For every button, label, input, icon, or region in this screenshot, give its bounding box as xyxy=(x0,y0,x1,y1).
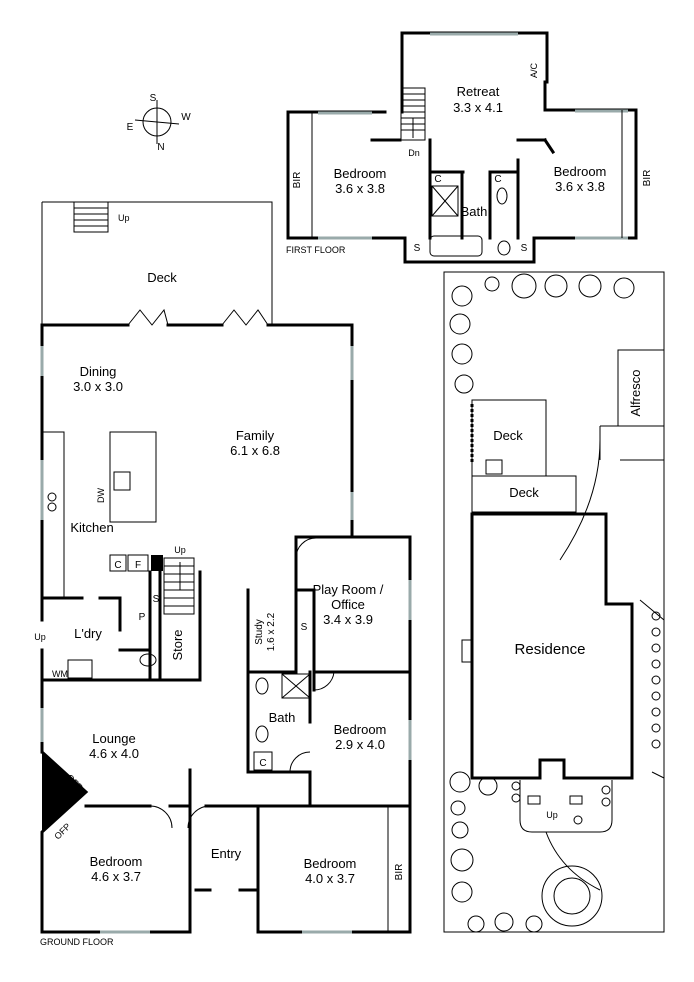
first-floor-plan: Retreat 3.3 x 4.1 Bedroom 3.6 x 3.8 Bedr… xyxy=(286,31,653,264)
ground-floor-plan: Deck Up Dining 3.0 x 3.0 Family 6.1 x 6.… xyxy=(34,201,412,947)
bedroom-front-right-size: 4.0 x 3.7 xyxy=(305,871,355,886)
first-floor-label: FIRST FLOOR xyxy=(286,245,346,255)
bedroom-mid-size: 2.9 x 4.0 xyxy=(335,737,385,752)
entry-label: Entry xyxy=(211,846,242,861)
gf-bath: Bath xyxy=(269,710,296,725)
store-label: Store xyxy=(170,629,185,660)
gf-s-kitchen: S xyxy=(153,594,160,605)
residence-label: Residence xyxy=(515,641,586,658)
pantry-label: P xyxy=(139,612,146,623)
ground-floor-label: GROUND FLOOR xyxy=(40,937,114,947)
ofp-lower: OFP xyxy=(52,821,72,841)
laundry-label: L'dry xyxy=(74,626,102,641)
ff-s-left: S xyxy=(414,243,421,254)
study-name: Study xyxy=(254,619,265,645)
ff-bedroom-right-size: 3.6 x 3.8 xyxy=(555,179,605,194)
compass-s: S xyxy=(150,93,157,104)
family-name: Family xyxy=(236,428,275,443)
washing-machine-label: WM xyxy=(52,669,68,679)
bedroom-front-right-name: Bedroom xyxy=(304,856,357,871)
fireplace-icon xyxy=(42,752,86,832)
retreat-name: Retreat xyxy=(457,84,500,99)
compass-n: N xyxy=(157,142,164,153)
compass-e: E xyxy=(127,122,134,133)
ff-cupboard-right: C xyxy=(494,174,501,185)
ff-bir-right: BIR xyxy=(642,170,653,187)
family-size: 6.1 x 6.8 xyxy=(230,443,280,458)
dining-size: 3.0 x 3.0 xyxy=(73,379,123,394)
site-deck-lower: Deck xyxy=(509,485,539,500)
study-size: 1.6 x 2.2 xyxy=(266,612,277,651)
compass-icon: S W E N xyxy=(127,93,192,153)
site-up: Up xyxy=(546,810,558,820)
lounge-name: Lounge xyxy=(92,731,135,746)
lounge-size: 4.6 x 4.0 xyxy=(89,746,139,761)
bedroom-front-left-size: 4.6 x 3.7 xyxy=(91,869,141,884)
play-room-size: 3.4 x 3.9 xyxy=(323,612,373,627)
dining-name: Dining xyxy=(80,364,117,379)
tree-icons xyxy=(449,273,661,933)
play-room-name-1: Play Room / xyxy=(313,582,384,597)
dishwasher-label: DW xyxy=(96,488,106,503)
deck-stairs-up: Up xyxy=(118,213,130,223)
laundry-up: Up xyxy=(34,632,46,642)
deck-label: Deck xyxy=(147,270,177,285)
ff-bath: Bath xyxy=(461,204,488,219)
gf-cupboard: C xyxy=(114,560,121,571)
stairs-down: Dn xyxy=(408,148,420,158)
gf-stairs-up: Up xyxy=(174,545,186,555)
gf-bath-cupboard: C xyxy=(259,758,266,769)
kitchen-label: Kitchen xyxy=(70,520,113,535)
retreat-size: 3.3 x 4.1 xyxy=(453,100,503,115)
compass-w: W xyxy=(181,112,191,123)
ff-bir-left: BIR xyxy=(292,172,303,189)
fridge-label: F xyxy=(135,560,141,571)
ac-label: A/C xyxy=(529,62,539,78)
gf-s-study: S xyxy=(301,622,308,633)
gf-bir: BIR xyxy=(394,864,405,881)
site-plan: Alfresco Deck Deck Residence Up xyxy=(443,271,665,933)
ff-bedroom-left-name: Bedroom xyxy=(334,166,387,181)
ff-cupboard-left: C xyxy=(434,174,441,185)
alfresco-label: Alfresco xyxy=(628,370,643,417)
play-room-name-2: Office xyxy=(331,597,365,612)
bedroom-front-left-name: Bedroom xyxy=(90,854,143,869)
bedroom-mid-name: Bedroom xyxy=(334,722,387,737)
ff-bedroom-right-name: Bedroom xyxy=(554,164,607,179)
ff-bedroom-left-size: 3.6 x 3.8 xyxy=(335,181,385,196)
site-deck-upper: Deck xyxy=(493,428,523,443)
ff-s-right: S xyxy=(521,243,528,254)
